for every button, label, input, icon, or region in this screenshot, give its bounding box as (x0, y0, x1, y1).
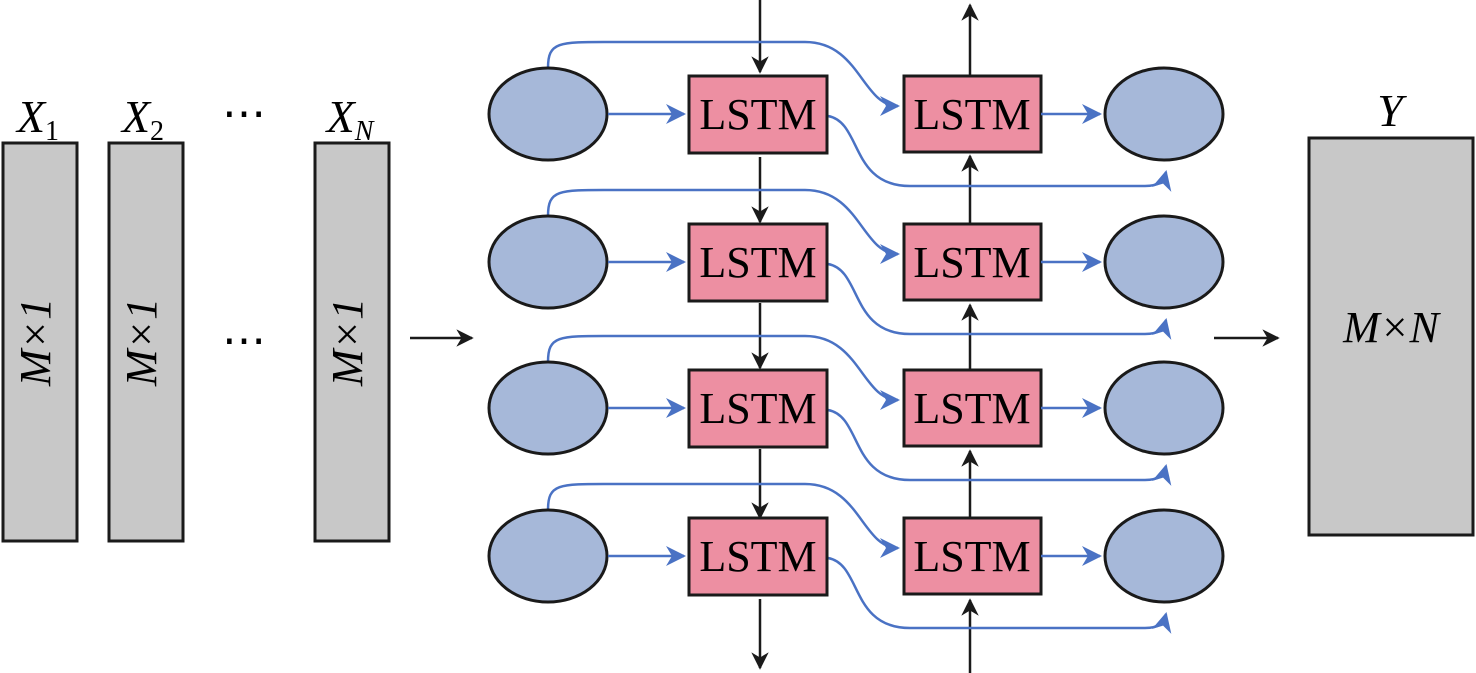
lstm-row-4: LSTM LSTM (487, 482, 1225, 634)
backward-lstm-cell: LSTM (902, 368, 1043, 448)
output-label: Y (1377, 85, 1407, 136)
lstm-row-3: LSTM LSTM (487, 334, 1225, 486)
input-dim-n: M×1 (323, 298, 372, 387)
backward-lstm-label: LSTM (913, 90, 1030, 139)
input-node (487, 508, 609, 604)
skip-connection-out (827, 408, 1172, 486)
ellipsis-middle: ⋯ (222, 316, 266, 365)
output-dim: M×N (1342, 303, 1441, 352)
input-dim-1: M×1 (11, 298, 60, 387)
input-bar-2 (107, 141, 185, 543)
skip-connection-out (827, 262, 1172, 340)
input-dim-2: M×1 (117, 298, 166, 387)
ellipsis-top: ⋯ (222, 89, 266, 138)
forward-lstm-cell: LSTM (687, 74, 829, 155)
skip-connection-in (546, 40, 900, 116)
forward-lstm-label: LSTM (699, 238, 816, 287)
skip-connection-in (546, 188, 900, 264)
backward-lstm-cell: LSTM (902, 516, 1043, 596)
lstm-row-1: LSTM LSTM (487, 40, 1225, 192)
input-bar-1 (1, 141, 79, 543)
backward-lstm-label: LSTM (913, 532, 1030, 581)
input-vector-n: XN M×1 (313, 91, 391, 543)
output-node (1103, 508, 1225, 604)
forward-lstm-label: LSTM (699, 532, 816, 581)
backward-lstm-label: LSTM (913, 384, 1030, 433)
input-vector-1: X1 M×1 (1, 91, 79, 543)
output-node (1103, 214, 1225, 310)
output-box (1307, 136, 1475, 537)
output-node (1103, 66, 1225, 162)
input-label-n: XN (325, 91, 375, 147)
input-bar-n (313, 141, 391, 543)
skip-connection-out (827, 114, 1172, 192)
skip-connection-out (827, 556, 1172, 634)
input-node (487, 360, 609, 456)
input-vector-2: X2 M×1 (107, 91, 185, 543)
lstm-rows: LSTM LSTM LSTM LSTM LSTM LSTM LSTM LSTM (487, 40, 1225, 634)
backward-lstm-label: LSTM (913, 238, 1030, 287)
backward-lstm-cell: LSTM (902, 74, 1043, 154)
output-node (1103, 360, 1225, 456)
forward-lstm-cell: LSTM (687, 368, 829, 449)
backward-lstm-cell: LSTM (902, 222, 1043, 302)
forward-lstm-cell: LSTM (687, 516, 829, 597)
input-label-2: X2 (120, 91, 164, 147)
forward-lstm-label: LSTM (699, 384, 816, 433)
input-node (487, 66, 609, 162)
skip-connection-in (546, 334, 900, 410)
skip-connection-in (546, 482, 900, 558)
input-label-1: X1 (15, 91, 59, 147)
lstm-row-2: LSTM LSTM (487, 188, 1225, 340)
forward-lstm-cell: LSTM (687, 222, 829, 303)
input-node (487, 214, 609, 310)
forward-lstm-label: LSTM (699, 90, 816, 139)
output-matrix: Y M×N (1307, 85, 1475, 537)
